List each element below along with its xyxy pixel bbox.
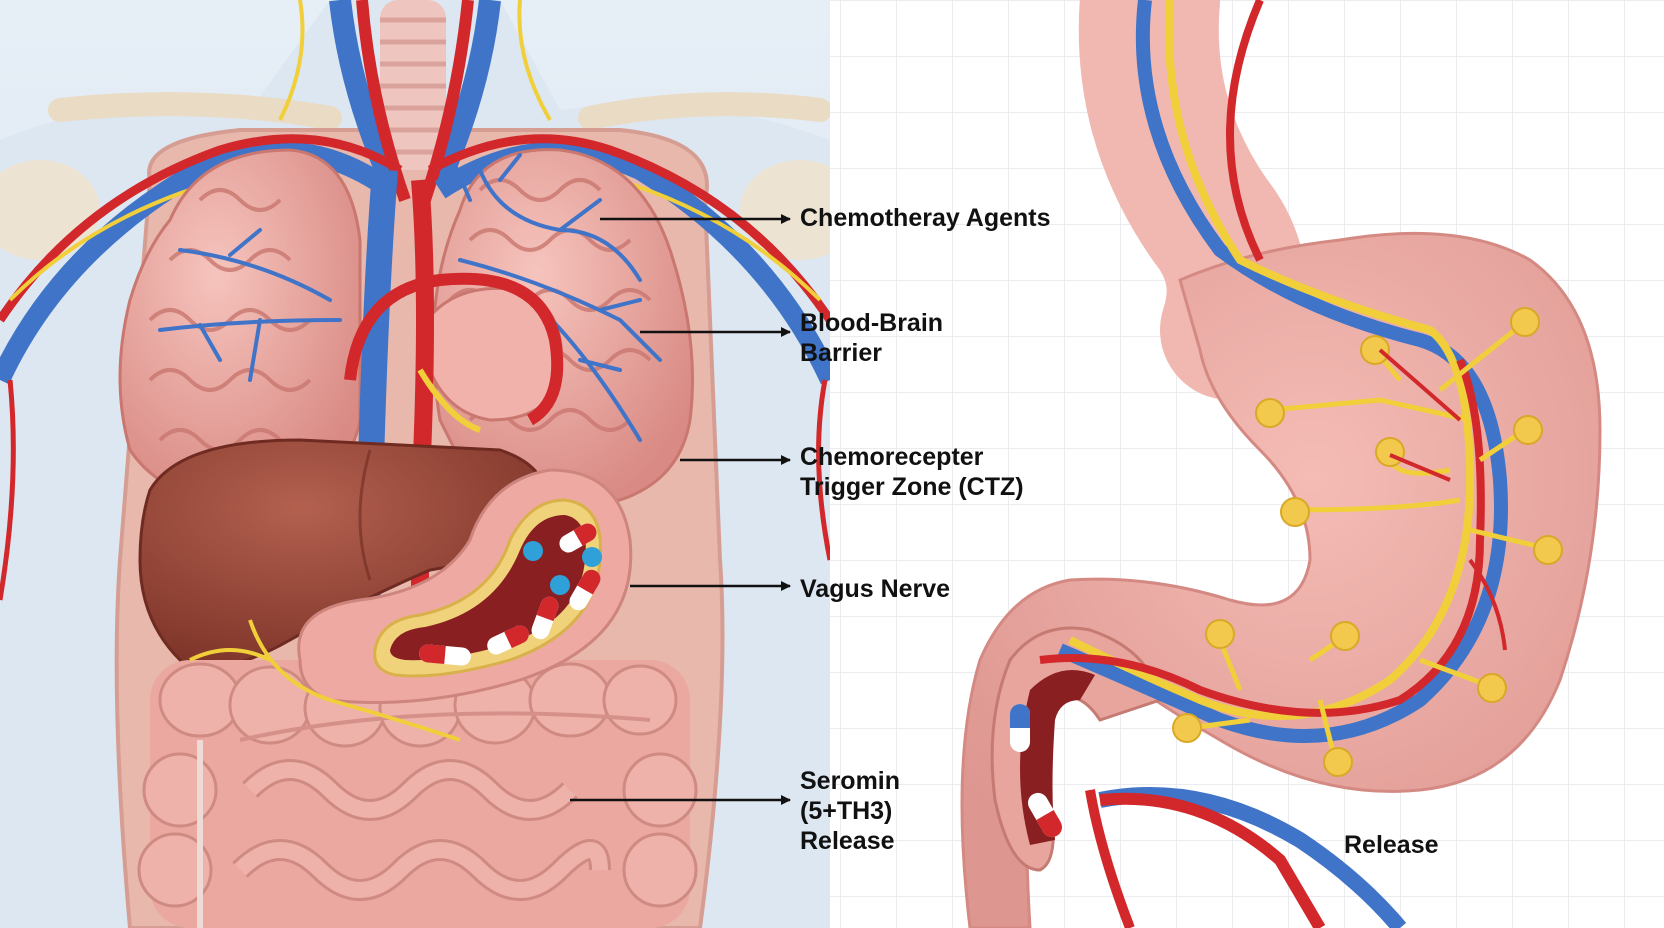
artery-stomach xyxy=(1039,0,1485,717)
nerve-branches xyxy=(1189,320,1546,761)
torso-anatomy xyxy=(0,0,830,928)
liver xyxy=(138,438,547,669)
label-serotonin-release: Seromin (5+TH3) Release xyxy=(800,767,901,855)
label-release: Release xyxy=(1344,831,1439,859)
label-chemotherapy-agents: Chemotheray Agents xyxy=(800,204,1051,232)
vein-stomach xyxy=(1057,0,1508,743)
nerve-stomach xyxy=(1068,0,1475,720)
nerve-nodes xyxy=(1172,307,1563,777)
label-ctz: Chemorecepter Trigger Zone (CTZ) xyxy=(800,443,1024,501)
clavicle-left xyxy=(48,92,342,130)
stomach-detail xyxy=(960,0,1602,928)
label-blood-brain-barrier: Blood-Brain Barrier xyxy=(800,309,944,367)
callout-arrows xyxy=(570,214,791,805)
duodenum-pills xyxy=(1010,704,1062,838)
pills-group xyxy=(419,523,602,666)
clavicle-right xyxy=(578,92,830,130)
label-vagus-nerve: Vagus Nerve xyxy=(800,575,951,603)
stomach-cutaway xyxy=(297,468,633,704)
